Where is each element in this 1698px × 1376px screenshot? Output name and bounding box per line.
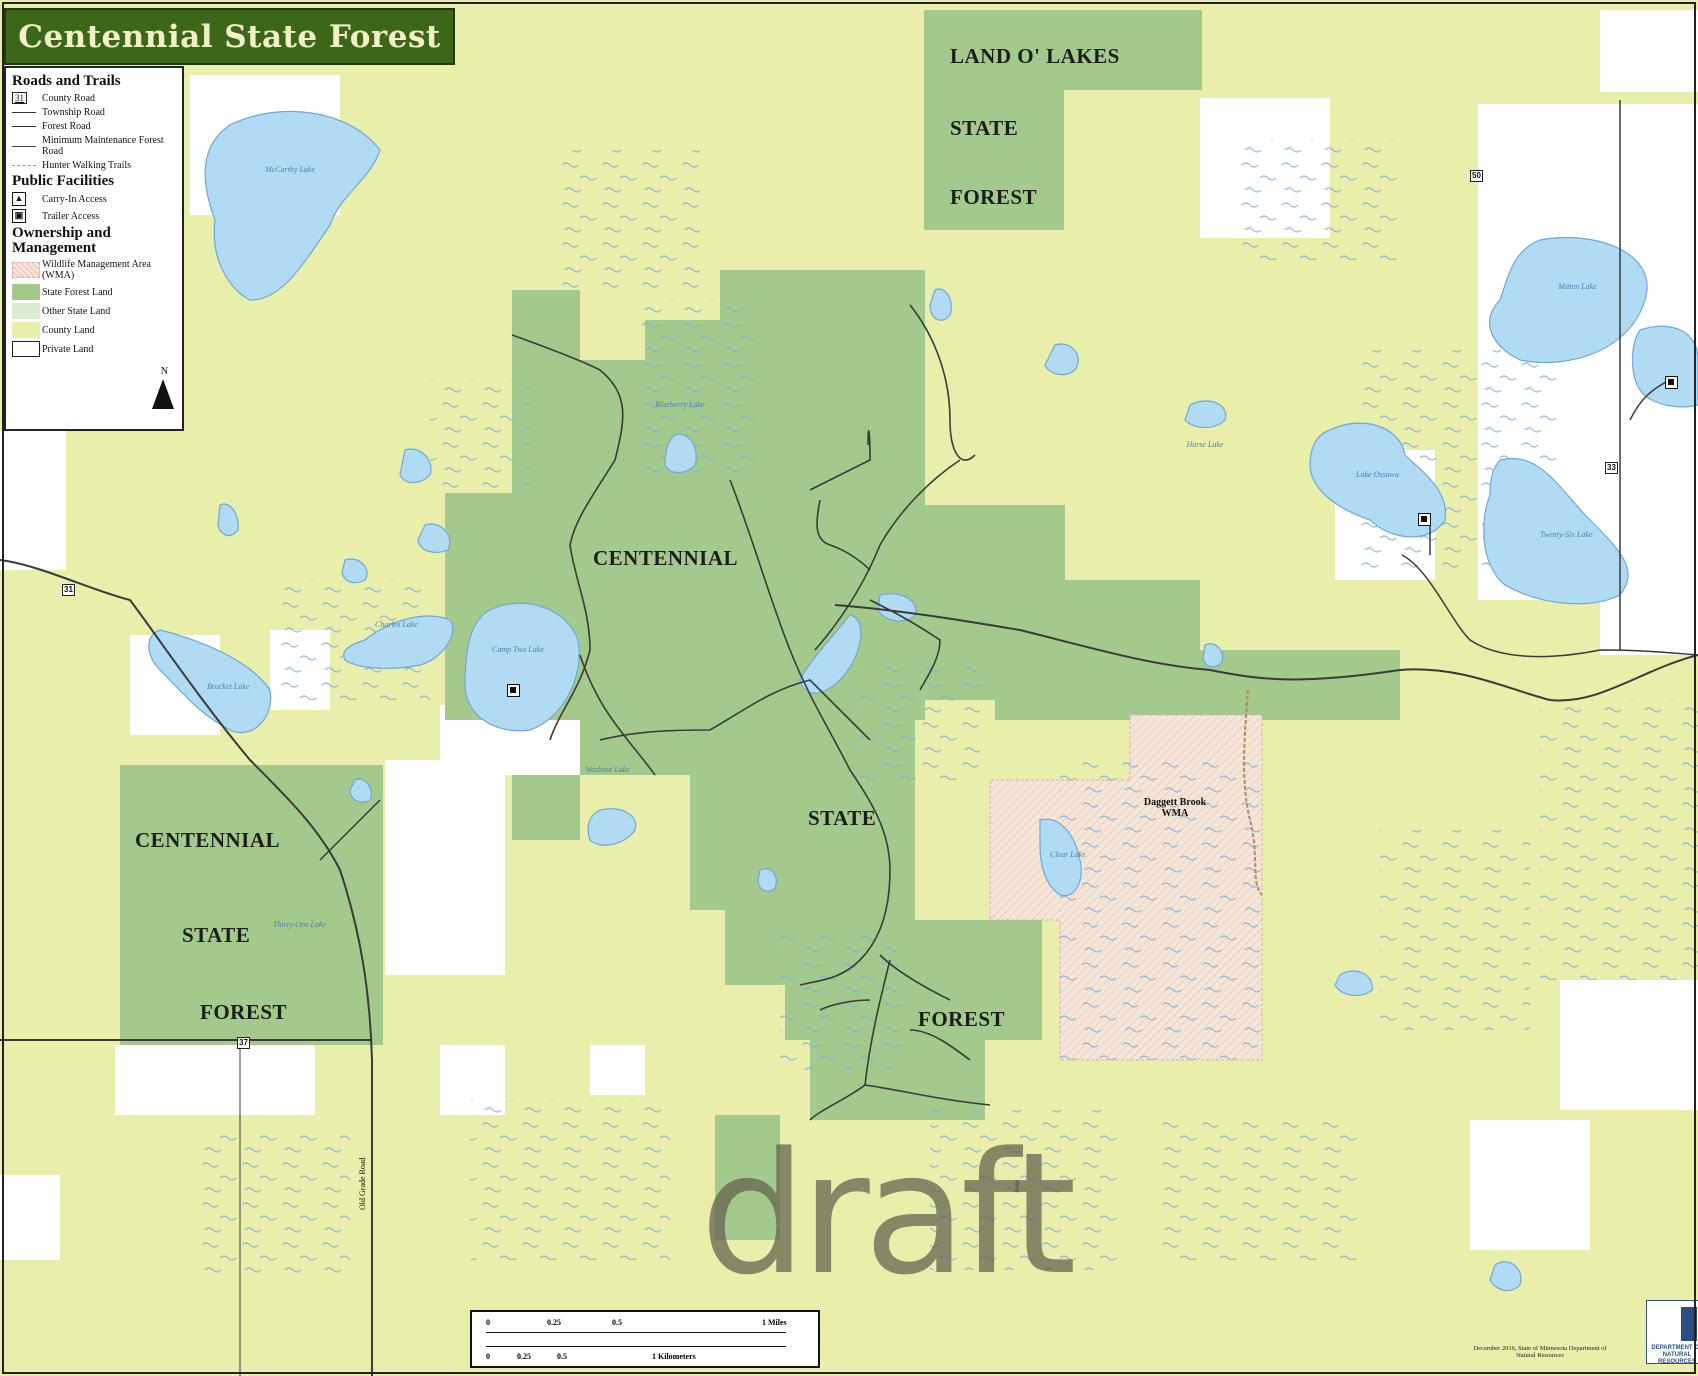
trailer-access-icon[interactable] [1418, 513, 1431, 526]
road-shield-37: 37 [237, 1037, 250, 1049]
legend-roads-heading: Roads and Trails [12, 73, 121, 89]
road-shield-icon: 31 [12, 92, 27, 104]
lake-label-thirty-one: Thirty-One Lake [273, 920, 327, 929]
draft-watermark: draft [700, 1116, 1077, 1312]
lake-label-camp-two: Camp Two Lake [492, 645, 544, 654]
legend-state-forest: State Forest Land [12, 284, 176, 300]
area-label-state-center: STATE [808, 806, 877, 830]
scale-tick-km-1: 1 Kilometers [652, 1352, 696, 1361]
other-state-swatch-icon [12, 303, 40, 319]
legend-min-maint-road-label: Minimum Maintenance Forest Road [42, 135, 164, 157]
road-shield-33: 33 [1605, 462, 1618, 474]
scale-tick-km-0: 0 [486, 1352, 490, 1361]
area-label-forest-center: FOREST [918, 1007, 1006, 1031]
private-land-swatch-icon [12, 341, 40, 357]
min-maint-road-line-icon [12, 145, 36, 147]
lakes [148, 110, 1698, 1292]
legend-county-road-label: County Road [42, 92, 96, 104]
scale-tick-miles-05: 0.5 [612, 1318, 622, 1327]
area-label-centennial-west: CENTENNIAL [135, 828, 281, 852]
wma-label: Daggett Brook WMA [1143, 797, 1207, 819]
lake-label-mitten: Mitten Lake [1558, 282, 1597, 291]
area-label-lol-state: STATE [950, 116, 1019, 140]
legend-ownership-heading: Ownership and Management [12, 225, 111, 256]
map-credit: December 2016, State of Minnesota Depart… [1473, 1345, 1607, 1359]
scale-tick-km-05: 0.5 [557, 1352, 567, 1361]
dnr-logo-text: DEPARTMENT OF NATURAL RESOURCES [1651, 1345, 1698, 1365]
lake-label-twenty-six: Twenty-Six Lake [1540, 530, 1593, 539]
area-label-forest-west: FOREST [200, 1000, 288, 1024]
legend-wma: Wildlife Management Area (WMA) [12, 259, 176, 281]
legend-carry-in: ▲ Carry-In Access [12, 192, 176, 206]
north-arrow-icon [152, 379, 174, 409]
carry-in-access-icon: ▲ [12, 192, 26, 206]
lake-label-clear: Clear Lake [1050, 850, 1086, 859]
scale-tick-miles-025: 0.25 [547, 1318, 561, 1327]
streams-texture [200, 140, 1698, 1280]
area-label-lol-forest: FOREST [950, 185, 1038, 209]
legend-trailer: ▣ Trailer Access [12, 209, 176, 223]
legend-other-state-label: Other State Land [42, 305, 111, 317]
map-title: Centennial State Forest [4, 8, 455, 65]
road-shield-50: 50 [1470, 170, 1483, 182]
legend-carry-in-label: Carry-In Access [42, 193, 107, 205]
dnr-logo: DEPARTMENT OF NATURAL RESOURCES [1646, 1300, 1698, 1365]
legend-private-land-label: Private Land [42, 343, 94, 355]
legend-trailer-label: Trailer Access [42, 210, 100, 222]
legend-wma-label: Wildlife Management Area (WMA) [42, 259, 151, 281]
carry-in-access-icon[interactable] [507, 684, 520, 697]
township-road-line-icon [12, 112, 36, 113]
lake-label-washout: Washout Lake [585, 765, 630, 774]
forest-roads [511, 304, 991, 1121]
scale-bar: 0 0.25 0.5 1 Miles 0 0.25 0.5 1 Kilomete… [470, 1310, 820, 1368]
hunter-walking-trail [1243, 689, 1263, 896]
legend-county-land: County Land [12, 322, 176, 338]
hunter-trail-line-icon [12, 165, 36, 166]
map-legend: Roads and Trails 31 County Road Township… [4, 66, 184, 431]
legend-state-forest-label: State Forest Land [42, 286, 113, 298]
scale-tick-km-025: 0.25 [517, 1352, 531, 1361]
trailer-access-icon[interactable] [1665, 376, 1678, 389]
area-label-state-west: STATE [182, 923, 251, 947]
legend-min-maint-road: Minimum Maintenance Forest Road [12, 135, 176, 157]
legend-forest-road: Forest Road [12, 121, 176, 132]
forest-road-line-icon [12, 126, 36, 127]
dnr-logo-icon [1681, 1307, 1697, 1341]
lake-label-mccarthy: McCarthy Lake [265, 165, 315, 174]
road-shield-31: 31 [62, 584, 75, 596]
map-title-text: Centennial State Forest [18, 18, 441, 55]
trailer-access-icon: ▣ [12, 209, 26, 223]
legend-facilities-heading: Public Facilities [12, 173, 115, 189]
lake-label-lake-ossawa: Lake Ossawa [1356, 470, 1399, 479]
scale-tick-miles-1: 1 Miles [762, 1318, 787, 1327]
scale-bar-km-line [486, 1346, 786, 1347]
scale-tick-miles-0: 0 [486, 1318, 490, 1327]
legend-other-state: Other State Land [12, 303, 176, 319]
legend-township-road-label: Township Road [42, 107, 105, 118]
north-label: N [160, 366, 168, 377]
scale-bar-miles-line [486, 1332, 786, 1333]
lake-label-charles: Charles Lake [375, 620, 418, 629]
lake-label-blueberry: Blueberry Lake [655, 400, 705, 409]
legend-county-road: 31 County Road [12, 92, 176, 104]
old-grade-road-label: Old Grade Road [358, 1157, 367, 1210]
lake-label-bracket: Bracket Lake [207, 682, 250, 691]
legend-township-road: Township Road [12, 107, 176, 118]
area-label-centennial-center: CENTENNIAL [593, 546, 739, 570]
legend-private-land: Private Land [12, 341, 176, 357]
wma-swatch-icon [12, 262, 40, 278]
roads [0, 100, 1698, 1376]
county-land-swatch-icon [12, 322, 40, 338]
legend-forest-road-label: Forest Road [42, 121, 91, 132]
legend-county-land-label: County Land [42, 324, 95, 336]
area-label-land-o-lakes: LAND O' LAKES [950, 44, 1120, 68]
legend-hunter-trails: Hunter Walking Trails [12, 160, 176, 171]
legend-hunter-trails-label: Hunter Walking Trails [42, 160, 132, 171]
state-forest-swatch-icon [12, 284, 40, 300]
lake-label-horse: Horse Lake [1186, 440, 1224, 449]
